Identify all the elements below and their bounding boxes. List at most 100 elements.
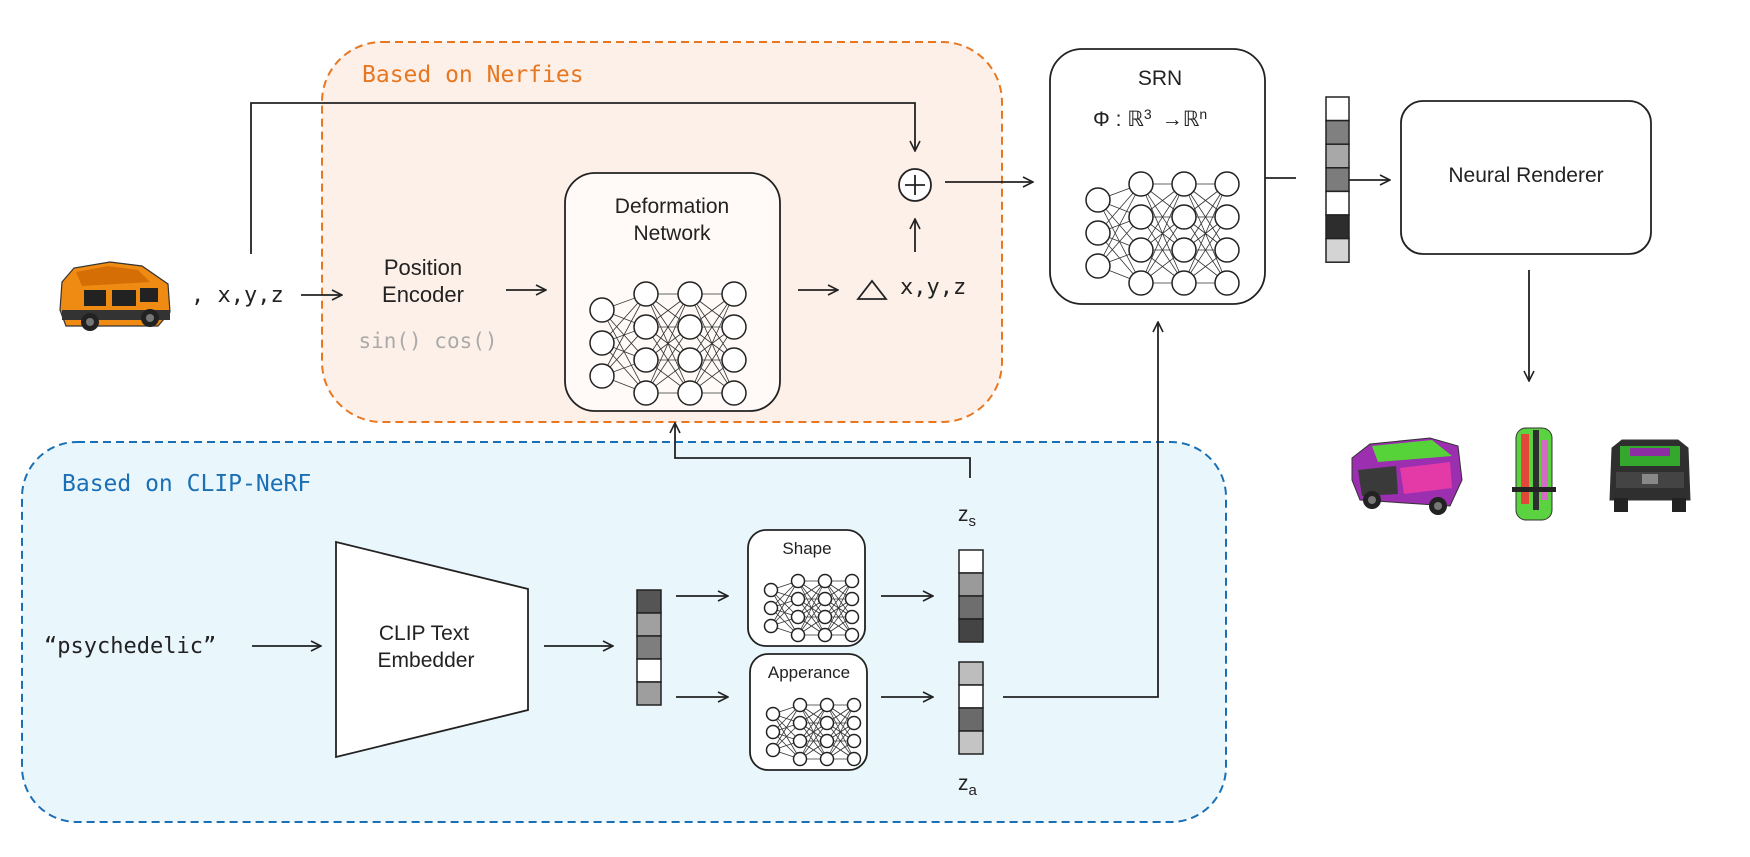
z-appearance-label: za [958, 772, 978, 799]
neuron-node [819, 715, 835, 731]
deformation-neural-net-icon [589, 281, 747, 406]
clip-text-embedder-label-2: Embedder [378, 649, 475, 672]
neuron-node [1085, 253, 1111, 279]
neuron-node [589, 297, 615, 323]
position-encoder-label-2: Encoder [382, 282, 464, 307]
neuron-node [1171, 237, 1197, 263]
neuron-node [721, 380, 747, 406]
vector-cell [1325, 143, 1350, 169]
neuron-node [846, 715, 862, 731]
text-prompt: “psychedelic” [44, 634, 216, 659]
z-shape-label: zs [958, 503, 976, 530]
shape-network-label: Shape [782, 539, 831, 558]
neuron-node [792, 733, 808, 749]
deformation-network-label-2: Network [633, 222, 711, 245]
neuron-node [819, 697, 835, 713]
neuron-node [819, 733, 835, 749]
neuron-node [844, 591, 860, 607]
psychedelic-car-front-icon [1609, 439, 1691, 512]
position-encoder-label-1: Position [384, 255, 462, 280]
neuron-node [633, 314, 659, 340]
neural-renderer-box [1400, 100, 1652, 255]
neuron-node [721, 347, 747, 373]
connector-arrows [250, 102, 1529, 697]
neuron-node [765, 706, 781, 722]
vector-cell [636, 635, 662, 660]
neuron-node [1214, 270, 1240, 296]
neuron-node [677, 281, 703, 307]
vector-cell [636, 681, 662, 706]
neuron-node [633, 281, 659, 307]
neuron-node [817, 591, 833, 607]
neuron-node [844, 627, 860, 643]
neuron-node [765, 724, 781, 740]
vector-cell [1325, 96, 1350, 122]
vector-cell [958, 572, 984, 597]
neuron-node [792, 715, 808, 731]
appearance-neural-net-icon [765, 697, 862, 767]
vector-cell [958, 549, 984, 574]
delta-coordinates: x,y,z [900, 275, 966, 300]
nerfies-region-title: Based on Nerfies [362, 62, 584, 88]
psychedelic-car-side-icon [1351, 437, 1463, 515]
vector-cell [958, 707, 984, 732]
neuron-node [817, 573, 833, 589]
neuron-node [790, 609, 806, 625]
neuron-node [589, 330, 615, 356]
neuron-node [677, 347, 703, 373]
orange-car-icon [59, 261, 171, 331]
srn-neural-net-icon [1085, 171, 1240, 296]
vector-cell [958, 730, 984, 755]
plus-circle-icon [898, 168, 932, 202]
vector-cell [636, 658, 662, 683]
neuron-node [1214, 237, 1240, 263]
neuron-node [846, 697, 862, 713]
z-shape-vector [958, 549, 984, 643]
neuron-node [844, 609, 860, 625]
clip-nerf-region [21, 441, 1227, 823]
neural-renderer-label: Neural Renderer [1448, 164, 1603, 187]
clip-nerf-region-title: Based on CLIP-NeRF [62, 471, 311, 497]
psychedelic-car-top-icon [1512, 427, 1556, 521]
vector-cell [958, 595, 984, 620]
srn-output-vector [1325, 96, 1350, 263]
shape-neural-net-icon [763, 573, 860, 643]
vector-cell [958, 618, 984, 643]
neuron-node [1128, 171, 1154, 197]
srn-formula: Φ : ℝ3→ℝn [1093, 106, 1207, 131]
neuron-node [1128, 204, 1154, 230]
vector-cell [1325, 119, 1350, 145]
neuron-node [633, 380, 659, 406]
neuron-node [1171, 270, 1197, 296]
neuron-node [846, 733, 862, 749]
neuron-node [1128, 270, 1154, 296]
neuron-node [765, 742, 781, 758]
vector-cell [1325, 237, 1350, 263]
vector-cell [1325, 190, 1350, 216]
neuron-node [1085, 187, 1111, 213]
z-appearance-vector [958, 661, 984, 755]
neuron-node [1171, 171, 1197, 197]
neuron-node [1128, 237, 1154, 263]
srn-title: SRN [1138, 67, 1182, 90]
neuron-node [1171, 204, 1197, 230]
neuron-node [721, 281, 747, 307]
neuron-node [763, 600, 779, 616]
neuron-node [677, 314, 703, 340]
neuron-node [1214, 204, 1240, 230]
vector-cell [958, 661, 984, 686]
neuron-node [792, 751, 808, 767]
triangle-delta-icon [856, 279, 888, 300]
position-encoder-functions: sin() cos() [358, 329, 497, 353]
neuron-node [763, 618, 779, 634]
neuron-node [790, 627, 806, 643]
neuron-node [790, 591, 806, 607]
clip-text-embedder-label-1: CLIP Text [379, 622, 469, 645]
vector-cell [636, 589, 662, 614]
neuron-node [844, 573, 860, 589]
neuron-node [763, 582, 779, 598]
neuron-node [677, 380, 703, 406]
neuron-node [589, 363, 615, 389]
neuron-node [819, 751, 835, 767]
